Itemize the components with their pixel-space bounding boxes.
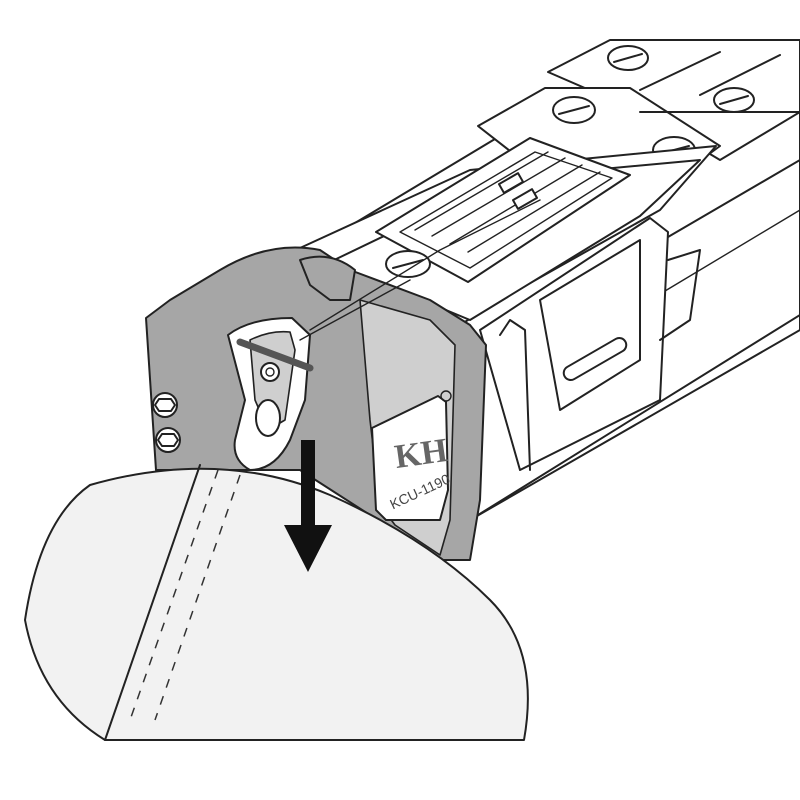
hex-screw-icon	[152, 392, 178, 418]
screw-icon	[607, 45, 649, 71]
screw-icon	[552, 96, 596, 124]
down-arrow-icon	[284, 440, 332, 572]
cutter-blade	[227, 199, 541, 471]
hex-screw-icon	[155, 427, 181, 453]
stitch-lines	[129, 469, 241, 721]
screw-icon	[385, 250, 431, 278]
presser-foot-plate	[375, 137, 631, 283]
label-plate: KH KCU-1190	[371, 390, 453, 521]
hex-screws	[152, 392, 181, 453]
screw-icon	[713, 87, 755, 113]
side-guides	[479, 217, 701, 471]
brand-logo: KH	[392, 432, 450, 476]
fabric	[24, 464, 529, 741]
